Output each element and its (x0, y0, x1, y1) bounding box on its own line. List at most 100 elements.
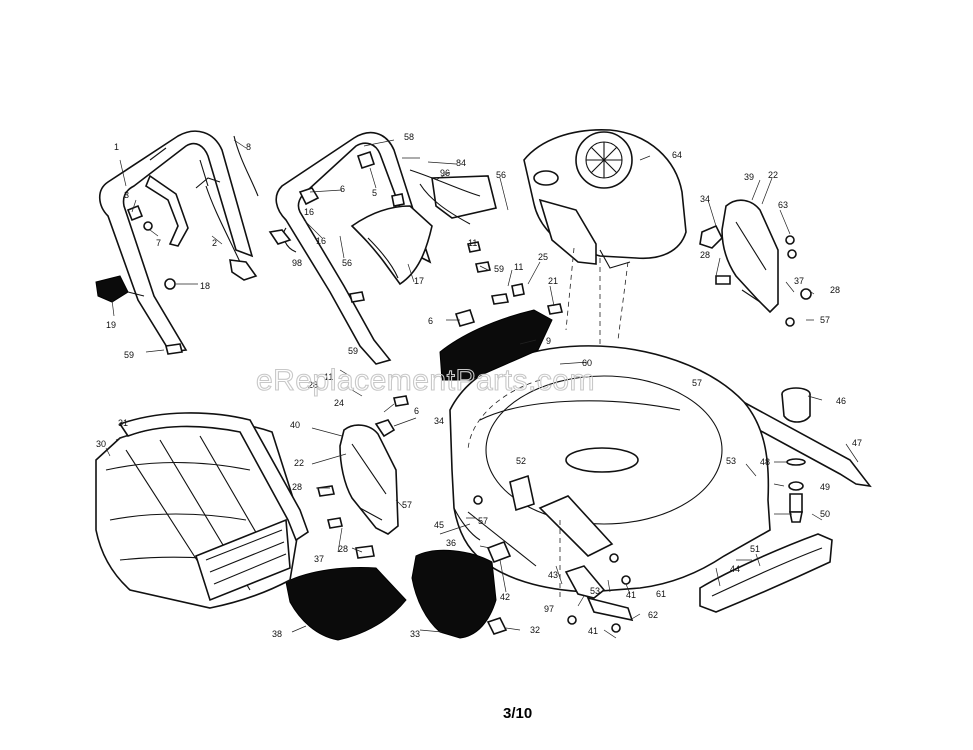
label-53b: 53 (590, 586, 600, 596)
label-5: 5 (372, 188, 377, 198)
label-6a: 6 (340, 184, 345, 194)
engine-icon (523, 129, 687, 269)
label-48: 48 (760, 457, 770, 467)
leader-lines (105, 139, 859, 639)
label-19: 19 (106, 320, 116, 330)
label-37b: 37 (314, 554, 324, 564)
label-63: 63 (778, 200, 788, 210)
hardware-left-icon (126, 204, 183, 355)
label-53a: 53 (726, 456, 736, 466)
wheel-bracket-left-icon (317, 395, 409, 559)
label-60: 60 (582, 358, 592, 368)
label-52: 52 (516, 456, 526, 466)
label-62: 62 (648, 610, 658, 620)
label-44: 44 (730, 564, 740, 574)
label-59a: 59 (124, 350, 134, 360)
label-61: 61 (656, 589, 666, 599)
label-22b: 22 (294, 458, 304, 468)
label-3: 3 (124, 190, 129, 200)
engine-bolt-line-b (617, 261, 629, 341)
label-38: 38 (272, 629, 282, 639)
label-1: 1 (114, 142, 119, 152)
label-28c: 28 (308, 380, 318, 390)
label-46: 46 (836, 396, 846, 406)
label-6c: 6 (414, 406, 419, 416)
label-34a: 34 (700, 194, 710, 204)
label-97: 97 (544, 604, 554, 614)
label-39: 39 (744, 172, 754, 182)
label-18: 18 (200, 281, 210, 291)
label-56a: 56 (342, 258, 352, 268)
engine-bolt-line-a (565, 247, 575, 331)
deflector-icon (350, 205, 433, 286)
page-number: 3/10 (503, 705, 532, 722)
label-16a: 16 (304, 207, 314, 217)
label-11a: 11 (468, 238, 477, 248)
rear-door-icon (439, 309, 553, 381)
callout-labels: 1 3 7 2 8 18 19 59 98 58 6 5 16 16 56 17… (96, 132, 862, 639)
label-28b: 28 (830, 285, 840, 295)
label-21: 21 (548, 276, 558, 286)
label-56b: 56 (496, 170, 506, 180)
label-59c: 59 (348, 346, 358, 356)
label-57b: 57 (820, 315, 830, 325)
mower-deck-icon (449, 345, 771, 593)
label-64: 64 (672, 150, 682, 160)
label-57c: 57 (402, 500, 412, 510)
wheel-bracket-right-icon (699, 199, 812, 327)
label-30: 30 (96, 439, 106, 449)
label-16b: 16 (316, 236, 326, 246)
label-32: 32 (530, 625, 540, 635)
label-17: 17 (414, 276, 424, 286)
label-37a: 37 (794, 276, 804, 286)
label-28d: 28 (292, 482, 302, 492)
rod-hardware-icon (467, 495, 634, 635)
label-28a: 28 (700, 250, 710, 260)
label-11b: 11 (514, 262, 523, 272)
rear-skirt-icon (699, 533, 833, 613)
label-41a: 41 (626, 590, 636, 600)
label-34b: 34 (434, 416, 444, 426)
label-43: 43 (548, 570, 558, 580)
side-discharge-icon (285, 567, 407, 641)
cable-guide-icon (409, 169, 497, 225)
label-58: 58 (404, 132, 414, 142)
label-22a: 22 (768, 170, 778, 180)
label-59b: 59 (494, 264, 504, 274)
label-57d: 57 (478, 516, 488, 526)
label-33: 33 (410, 629, 420, 639)
label-8: 8 (246, 142, 251, 152)
label-84: 84 (456, 158, 466, 168)
label-31: 31 (118, 418, 128, 428)
label-51: 51 (750, 544, 760, 554)
upper-handle-icon (98, 130, 254, 353)
label-49: 49 (820, 482, 830, 492)
handle-knob-icon (95, 275, 145, 303)
blade-adapter-icon (781, 387, 811, 523)
mulch-plug-icon (411, 549, 497, 639)
label-98: 98 (292, 258, 302, 268)
label-47: 47 (852, 438, 862, 448)
hardware-middle-icon (268, 150, 563, 327)
label-9: 9 (546, 336, 551, 346)
label-42: 42 (500, 592, 510, 602)
label-45: 45 (434, 520, 444, 530)
label-11c: 11 (324, 372, 333, 382)
label-57a: 57 (692, 378, 702, 388)
label-28e: 28 (338, 544, 348, 554)
label-50: 50 (820, 509, 830, 519)
deck-outline-dash (467, 379, 541, 451)
label-6b: 6 (428, 316, 433, 326)
cable-icon (195, 135, 259, 281)
label-36: 36 (446, 538, 456, 548)
grass-bag-icon (95, 412, 309, 609)
label-2: 2 (212, 238, 217, 248)
label-7: 7 (156, 238, 161, 248)
watermark: eReplacementParts.com (256, 364, 595, 397)
label-25: 25 (538, 252, 548, 262)
control-bar-icon (145, 174, 189, 247)
label-40: 40 (290, 420, 300, 430)
label-96: 96 (440, 168, 450, 178)
label-24: 24 (334, 398, 344, 408)
